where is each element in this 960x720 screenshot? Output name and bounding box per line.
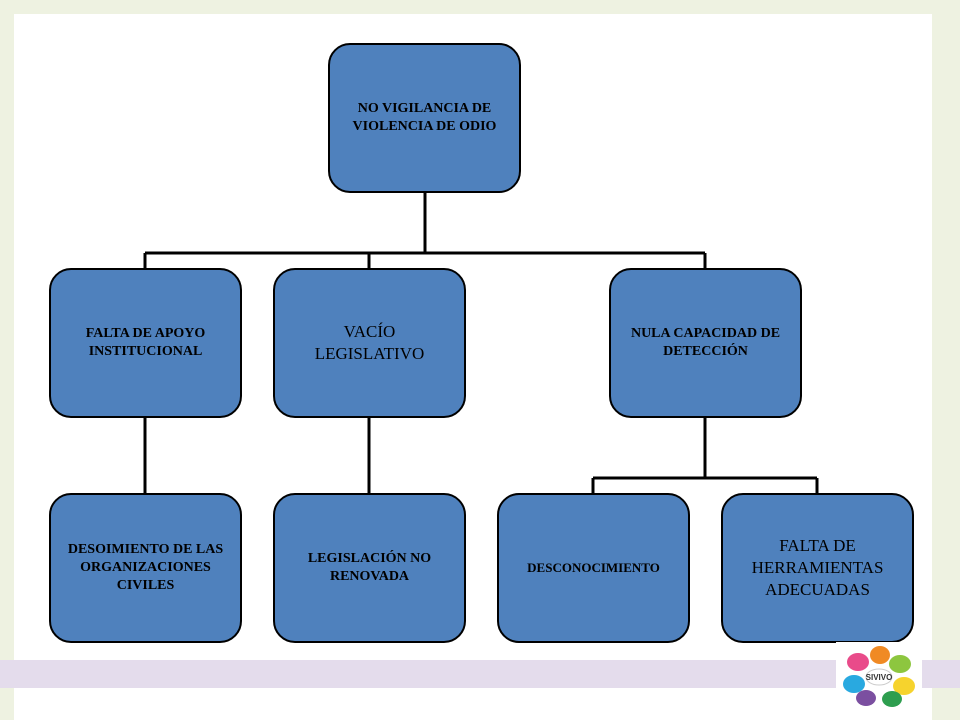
node-desoimiento-label: DESOIMIENTO DE LAS ORGANIZACIONES CIVILE… bbox=[67, 541, 224, 594]
node-desconocimiento: DESCONOCIMIENTO bbox=[497, 493, 690, 643]
node-desconocimiento-label: DESCONOCIMIENTO bbox=[527, 559, 660, 575]
node-falta-apoyo: FALTA DE APOYO INSTITUCIONAL bbox=[49, 268, 242, 418]
node-nula-label: NULA CAPACIDAD DE DETECCIÓN bbox=[630, 325, 781, 359]
node-root: NO VIGILANCIA DE VIOLENCIA DE ODIO bbox=[328, 43, 521, 193]
node-falta-herramientas: FALTA DE HERRAMIENTAS ADECUADAS bbox=[721, 493, 914, 643]
node-desoimiento: DESOIMIENTO DE LAS ORGANIZACIONES CIVILE… bbox=[49, 493, 242, 643]
node-legislacion-label: LEGISLACIÓN NO RENOVADA bbox=[307, 550, 432, 584]
logo-text: SIVIVO bbox=[866, 673, 893, 682]
colorful-hands-logo-icon: SIVIVO bbox=[836, 642, 922, 708]
node-root-label: NO VIGILANCIA DE VIOLENCIA DE ODIO bbox=[352, 100, 497, 134]
node-falta-herramientas-label: FALTA DE HERRAMIENTAS ADECUADAS bbox=[751, 535, 884, 600]
node-nula: NULA CAPACIDAD DE DETECCIÓN bbox=[609, 268, 802, 418]
footer-band bbox=[0, 660, 960, 688]
node-vacio-label: VACÍO LEGISLATIVO bbox=[314, 321, 425, 363]
node-vacio: VACÍO LEGISLATIVO bbox=[273, 268, 466, 418]
node-falta-apoyo-label: FALTA DE APOYO INSTITUCIONAL bbox=[85, 325, 206, 359]
node-legislacion: LEGISLACIÓN NO RENOVADA bbox=[273, 493, 466, 643]
